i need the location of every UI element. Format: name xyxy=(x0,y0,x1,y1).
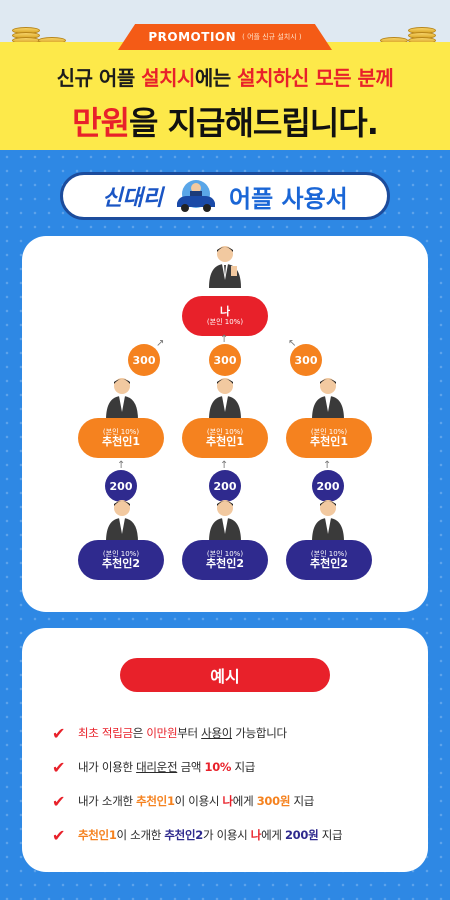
node-label: 추천인1 xyxy=(205,434,244,448)
text-segment: 300원 xyxy=(256,794,291,808)
banner-headline-2: 만원을 지급해드립니다. xyxy=(0,98,450,144)
person-icon-l1-left xyxy=(106,378,138,420)
list-item: ✔ 최초 적립금은 이만원부터 사용이 가능합니다 xyxy=(52,716,412,750)
person-icon-root xyxy=(209,246,241,288)
node-rate: (본인 10%) xyxy=(102,427,140,436)
text-segment: 사용이 xyxy=(201,726,233,740)
node-label: 추천인2 xyxy=(205,556,244,570)
text-segment: 이 소개한 xyxy=(116,828,165,842)
car-logo-icon xyxy=(176,180,215,212)
node-rate: (본인 10%) xyxy=(206,549,244,558)
headline-1-highlight: 설치하신 모든 분께 xyxy=(237,66,394,90)
headline-2-part: 을 지급해드립니다. xyxy=(129,104,379,142)
text-segment: 최초 적립금 xyxy=(78,726,133,740)
example-text-2: 내가 이용한 대리운전 금액 10% 지급 xyxy=(78,759,255,775)
headline-1-part: 신규 어플 xyxy=(56,66,142,90)
list-item: ✔ 내가 소개한 추천인1이 이용시 나에게 300원 지급 xyxy=(52,784,412,818)
promotion-tab: PROMOTION ( 어플 신규 설치시 ) xyxy=(118,24,332,50)
text-segment: 이만원 xyxy=(146,726,178,740)
text-segment: 이 이용시 xyxy=(174,794,223,808)
arrow-up-icon: ↑ xyxy=(220,334,229,345)
arrow-up-right-icon: ↗ xyxy=(156,338,165,349)
amount-badge-300-center: 300 xyxy=(209,344,241,376)
node-referrer1-center: (본인 10%) 추천인1 xyxy=(182,418,268,458)
text-segment: 가 이용시 xyxy=(202,828,251,842)
text-segment: 나 xyxy=(250,828,262,842)
headline-2-highlight: 만원 xyxy=(72,104,130,142)
banner-yellow-band xyxy=(0,42,450,150)
example-card: 예시 ✔ 최초 적립금은 이만원부터 사용이 가능합니다 ✔ 내가 이용한 대리… xyxy=(22,628,428,872)
node-label: 추천인1 xyxy=(101,434,140,448)
amount-badge-300-left: 300 xyxy=(128,344,160,376)
referral-tree-card: 나 (본인 10%) 300 ↗ 300 ↑ 300 ↖ (본인 10%) 추천… xyxy=(22,236,428,612)
arrow-up-icon: ↑ xyxy=(323,460,332,471)
node-label: 추천인2 xyxy=(309,556,348,570)
brand-name: 신대리 xyxy=(102,186,163,211)
text-segment: 에게 xyxy=(232,794,257,808)
headline-1-highlight: 설치시 xyxy=(141,66,195,90)
text-segment: 추천인1 xyxy=(136,794,175,808)
banner-headline-1: 신규 어플 설치시에는 설치하신 모든 분께 xyxy=(0,62,450,91)
promo-banner: PROMOTION ( 어플 신규 설치시 ) 신규 어플 설치시에는 설치하신… xyxy=(0,0,450,150)
node-referrer2-center: (본인 10%) 추천인2 xyxy=(182,540,268,580)
node-referrer1-right: (본인 10%) 추천인1 xyxy=(286,418,372,458)
app-logo-pill: 신대리 어플 사용서 xyxy=(60,172,390,220)
arrow-up-left-icon: ↖ xyxy=(288,338,297,349)
text-segment: 10% xyxy=(204,760,232,774)
text-segment: 은 xyxy=(132,726,147,740)
text-segment: 가능합니다 xyxy=(232,726,287,740)
person-icon-l1-right xyxy=(312,378,344,420)
example-text-1: 최초 적립금은 이만원부터 사용이 가능합니다 xyxy=(78,725,287,741)
node-referrer1-left: (본인 10%) 추천인1 xyxy=(78,418,164,458)
checkmark-icon: ✔ xyxy=(52,757,66,777)
example-text-4: 추천인1이 소개한 추천인2가 이용시 나에게 200원 지급 xyxy=(78,827,343,843)
node-rate: (본인 10%) xyxy=(310,549,348,558)
text-segment: 내가 소개한 xyxy=(78,794,137,808)
headline-1-part: 에는 xyxy=(194,66,238,90)
amount-badge-200-right: 200 xyxy=(312,470,344,502)
amount-badge-300-right: 300 xyxy=(290,344,322,376)
amount-badge-200-left: 200 xyxy=(105,470,137,502)
node-referrer2-left: (본인 10%) 추천인2 xyxy=(78,540,164,580)
text-segment: 지급 xyxy=(231,760,256,774)
text-segment: 추천인1 xyxy=(78,828,117,842)
promotion-sublabel: ( 어플 신규 설치시 ) xyxy=(242,33,302,41)
arrow-up-icon: ↑ xyxy=(117,460,126,471)
node-label: 추천인2 xyxy=(101,556,140,570)
checkmark-icon: ✔ xyxy=(52,791,66,811)
node-rate: (본인 10%) xyxy=(206,427,244,436)
person-icon-l2-left xyxy=(106,500,138,542)
text-segment: 지급 xyxy=(318,828,343,842)
text-segment: 나 xyxy=(222,794,234,808)
example-list: ✔ 최초 적립금은 이만원부터 사용이 가능합니다 ✔ 내가 이용한 대리운전 … xyxy=(52,716,412,852)
promotion-label: PROMOTION xyxy=(148,30,237,44)
node-root-rate: (본인 10%) xyxy=(206,318,244,327)
logo-title: 어플 사용서 xyxy=(228,184,348,213)
example-text-3: 내가 소개한 추천인1이 이용시 나에게 300원 지급 xyxy=(78,793,314,809)
checkmark-icon: ✔ xyxy=(52,825,66,845)
node-root-label: 나 xyxy=(219,304,231,318)
text-segment: 추천인2 xyxy=(164,828,203,842)
text-segment: 내가 이용한 xyxy=(78,760,137,774)
node-referrer2-right: (본인 10%) 추천인2 xyxy=(286,540,372,580)
list-item: ✔ 추천인1이 소개한 추천인2가 이용시 나에게 200원 지급 xyxy=(52,818,412,852)
list-item: ✔ 내가 이용한 대리운전 금액 10% 지급 xyxy=(52,750,412,784)
text-segment: 부터 xyxy=(177,726,202,740)
person-icon-l2-center xyxy=(209,500,241,542)
person-icon-l1-center xyxy=(209,378,241,420)
text-segment: 에게 xyxy=(261,828,285,842)
amount-badge-200-center: 200 xyxy=(209,470,241,502)
example-title: 예시 xyxy=(120,658,330,692)
node-rate: (본인 10%) xyxy=(310,427,348,436)
text-segment: 대리운전 xyxy=(136,760,178,774)
arrow-up-icon: ↑ xyxy=(220,460,229,471)
text-segment: 지급 xyxy=(290,794,315,808)
text-segment: 금액 xyxy=(177,760,205,774)
node-rate: (본인 10%) xyxy=(102,549,140,558)
checkmark-icon: ✔ xyxy=(52,723,66,743)
node-label: 추천인1 xyxy=(309,434,348,448)
person-icon-l2-right xyxy=(312,500,344,542)
text-segment: 200원 xyxy=(284,828,319,842)
node-root-me: 나 (본인 10%) xyxy=(182,296,268,336)
